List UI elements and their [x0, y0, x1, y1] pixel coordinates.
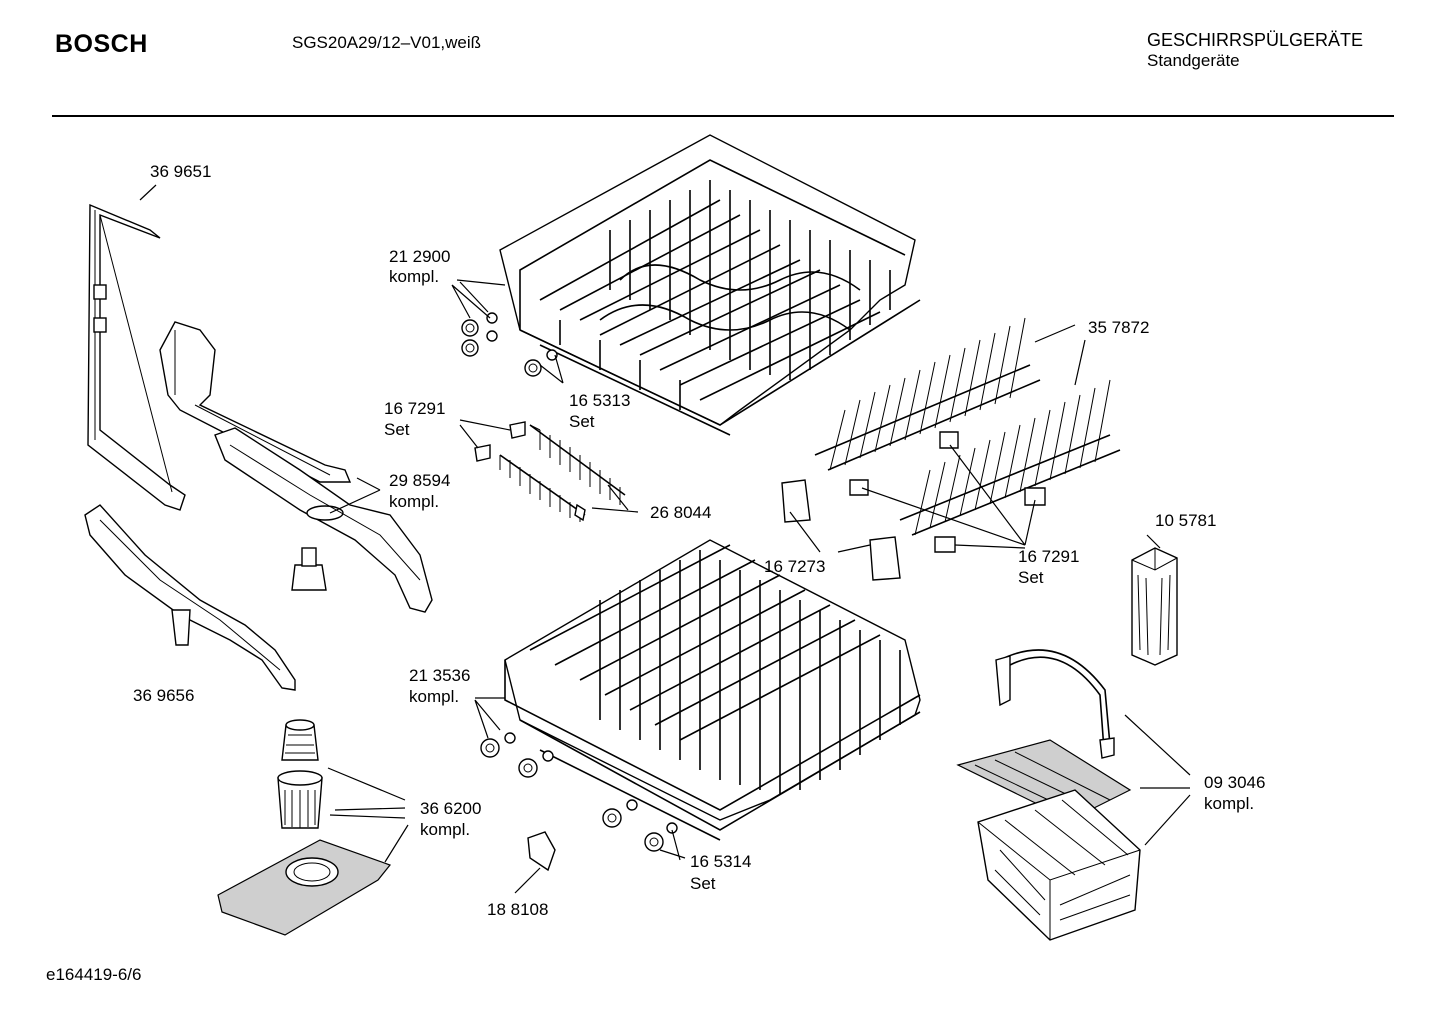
- part-labels: 36 9651 21 2900 kompl. 16 5313 Set 16 72…: [133, 162, 1265, 919]
- label-213536: 21 3536: [409, 666, 470, 685]
- model-number: SGS20A29/12–V01,weiß: [292, 33, 482, 52]
- label-167273: 16 7273: [764, 557, 825, 576]
- label-167291-lower: 16 7291: [1018, 547, 1079, 566]
- cutlery-basket-handle: [995, 649, 1115, 759]
- label-165314: 16 5314: [690, 852, 751, 871]
- spray-tube: [87, 203, 186, 511]
- upper-basket-wheels: [461, 312, 498, 357]
- folding-tine-row-lower: [899, 379, 1121, 536]
- fine-filter-plate: [217, 839, 391, 936]
- label-298594-note: kompl.: [389, 492, 439, 511]
- label-165313: 16 5313: [569, 391, 630, 410]
- label-369651: 36 9651: [150, 162, 211, 181]
- upper-basket-stops: [524, 349, 558, 377]
- label-093046-note: kompl.: [1204, 794, 1254, 813]
- leader-lines: [139, 184, 1191, 894]
- cutlery-rack-tines: [499, 424, 626, 522]
- lower-spray-arm: [84, 504, 296, 691]
- label-165314-note: Set: [690, 874, 716, 893]
- label-165313-note: Set: [569, 412, 595, 431]
- header-divider: [52, 115, 1394, 117]
- label-369656: 36 9656: [133, 686, 194, 705]
- label-357872: 35 7872: [1088, 318, 1149, 337]
- folding-tine-row-upper: [814, 317, 1041, 471]
- label-268044: 26 8044: [650, 503, 711, 522]
- label-366200: 36 6200: [420, 799, 481, 818]
- tine-row-holders: [781, 479, 956, 581]
- lower-basket: [504, 539, 921, 841]
- label-213536-note: kompl.: [409, 687, 459, 706]
- label-298594: 29 8594: [389, 471, 450, 490]
- basket-stopper: [527, 831, 556, 872]
- subcategory-title: Standgeräte: [1147, 51, 1240, 70]
- label-212900: 21 2900: [389, 247, 450, 266]
- brand-logo: BOSCH: [55, 30, 148, 58]
- category-title: GESCHIRRSPÜLGERÄTE: [1147, 30, 1364, 50]
- label-105781: 10 5781: [1155, 511, 1216, 530]
- coarse-filter: [277, 770, 323, 829]
- label-212900-note: kompl.: [389, 267, 439, 286]
- label-366200-note: kompl.: [420, 820, 470, 839]
- lower-basket-wheels: [480, 732, 678, 852]
- drawing-id: e164419-6/6: [46, 965, 142, 984]
- label-188108: 18 8108: [487, 900, 548, 919]
- micro-filter: [281, 719, 319, 761]
- label-167291-upper-note: Set: [384, 420, 410, 439]
- rack-clip-upper: [474, 421, 526, 462]
- upper-basket: [499, 134, 921, 436]
- spray-arm-hub: [291, 547, 327, 591]
- label-093046: 09 3046: [1204, 773, 1265, 792]
- cutlery-basket-lid: [956, 739, 1132, 821]
- label-167291-lower-note: Set: [1018, 568, 1044, 587]
- cutlery-box-small: [1131, 547, 1178, 666]
- upper-spray-arm-conduit: [159, 321, 352, 483]
- upper-spray-arm: [214, 427, 433, 613]
- label-167291-upper: 16 7291: [384, 399, 445, 418]
- cutlery-basket: [977, 789, 1141, 941]
